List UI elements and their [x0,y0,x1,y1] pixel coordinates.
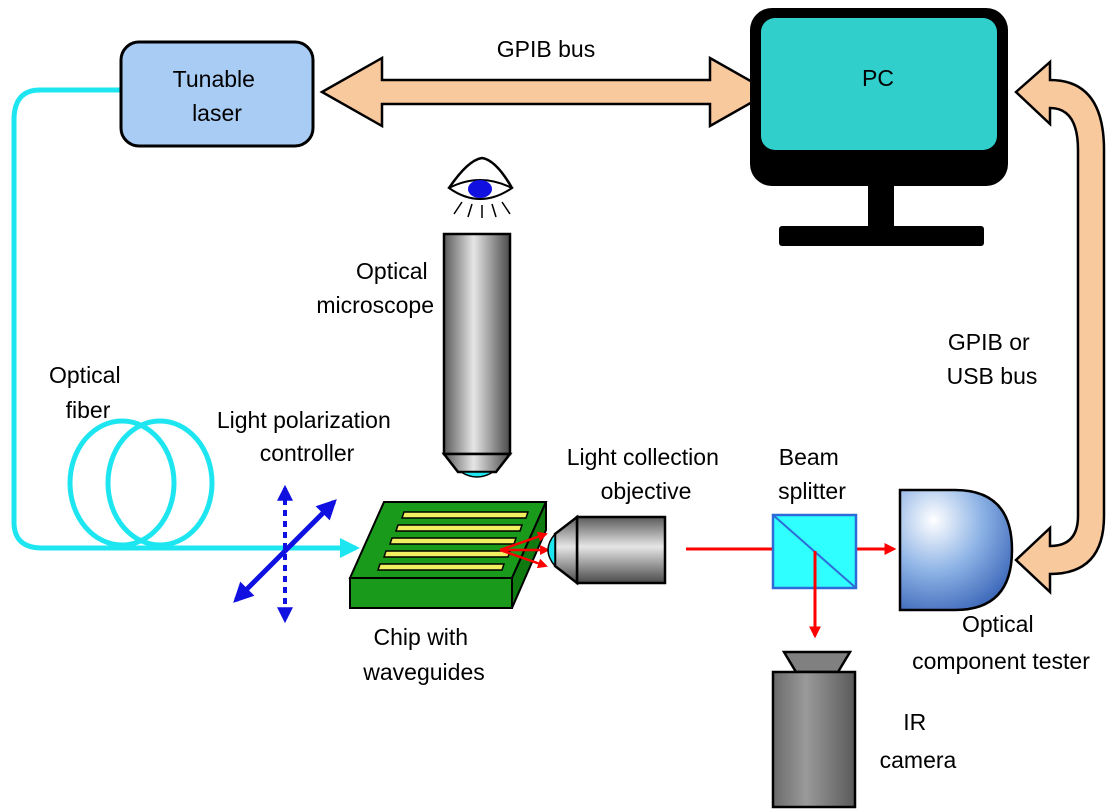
output-rays [499,531,550,569]
chip-label: Chip with waveguides [362,624,484,685]
eye-icon [447,156,514,218]
tunable-laser-box [119,40,315,148]
pc-label: PC [862,65,894,91]
gpib-bus-label: GPIB bus [497,36,595,62]
light-collection-objective [547,514,667,586]
gpib-bus-arrow [319,55,773,129]
optical-fiber [11,87,360,558]
pc-monitor [750,8,1008,246]
polarization-controller-label: Light polarization controller [217,407,397,466]
polarization-controller [233,484,337,624]
ir-camera [771,650,857,809]
ir-camera-label: IR camera [880,709,957,773]
optical-microscope-label: Optical microscope [316,258,434,318]
gpib-usb-bus-arrow [1014,59,1106,595]
optical-component-tester [898,488,1014,612]
optical-microscope [441,232,513,478]
objective-label: Light collection objective [567,444,726,504]
tester-label: Optical component tester [912,611,1090,674]
tunable-laser-label: Tunable laser [173,66,262,126]
optical-fiber-label: Optical fiber [49,362,127,423]
gpib-usb-bus-label: GPIB or USB bus [947,329,1038,389]
beam-splitter-label: Beam splitter [778,444,846,504]
chip-with-waveguides [348,501,548,609]
